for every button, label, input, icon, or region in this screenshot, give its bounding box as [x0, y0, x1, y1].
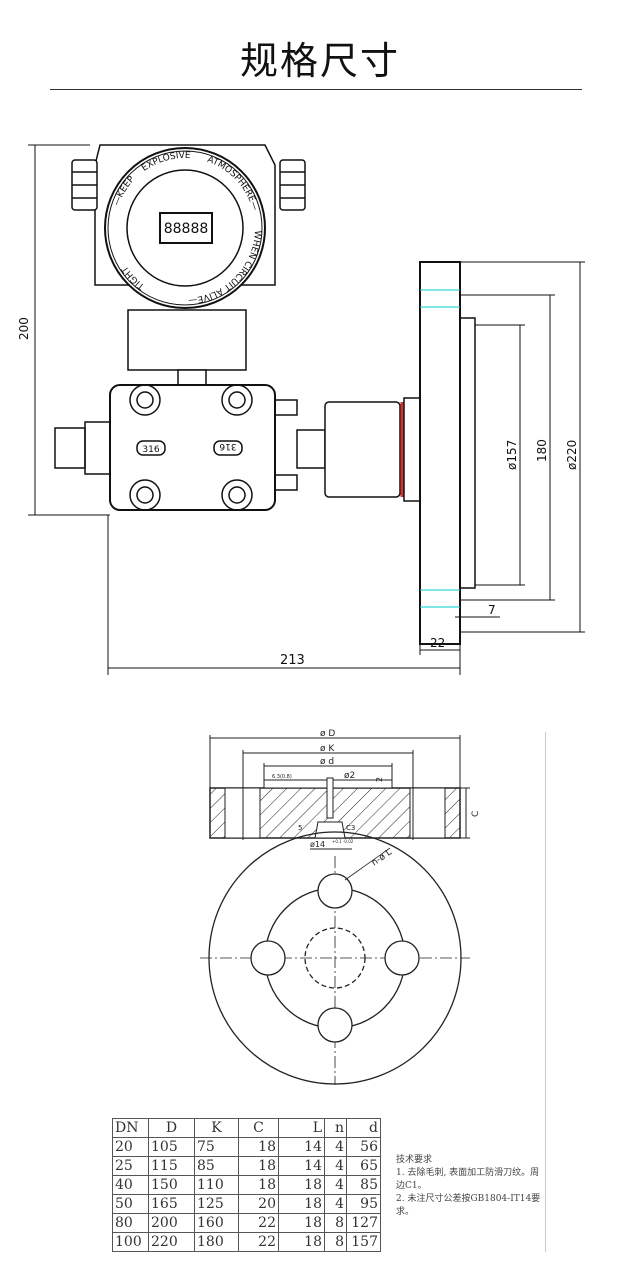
dim-outer-diameter: ø220: [565, 440, 579, 470]
table-cell: 85: [346, 1175, 381, 1195]
note-item: 2. 未注尺寸公差按GB1804-IT14要求。: [396, 1194, 541, 1217]
transmitter-housing: 88888 —KEEP EXPLOSIVE ATMOSPHERE— WHEN C…: [71, 144, 306, 386]
table-cell: 20: [112, 1137, 149, 1157]
header-cell: DN: [112, 1118, 149, 1138]
title-divider: [50, 89, 582, 90]
table-cell: 65: [346, 1156, 381, 1176]
table-cell: 157: [346, 1232, 381, 1252]
table-cell: 200: [148, 1213, 195, 1233]
flange-dimensions: ø157 180 ø220 7 22 213: [107, 261, 585, 675]
dim-length: 213: [280, 653, 305, 668]
table-cell: 25: [112, 1156, 149, 1176]
table-cell: 220: [148, 1232, 195, 1252]
header-cell: K: [194, 1118, 239, 1138]
table-cell: 110: [194, 1175, 239, 1195]
table-cell: 8: [324, 1213, 347, 1233]
table-cell: 127: [346, 1213, 381, 1233]
dim-C: C: [471, 811, 481, 817]
table-cell: 22: [238, 1213, 279, 1233]
technical-notes: 技术要求 1. 去除毛刺, 表面加工防滑刀纹。周边C1。 2. 未注尺寸公差按G…: [396, 1154, 541, 1219]
table-cell: 4: [324, 1137, 347, 1157]
table-cell: 125: [194, 1194, 239, 1214]
header-cell: d: [346, 1118, 381, 1138]
sensor-body: 316 316: [54, 384, 421, 511]
drawing-border: [545, 732, 546, 1252]
dim-K: ø K: [320, 744, 335, 754]
table-cell: 4: [324, 1175, 347, 1195]
header-cell: L: [278, 1118, 325, 1138]
diaphragm-flange: [419, 261, 476, 645]
height-dimension: 200: [17, 144, 110, 516]
dim-C3: C3: [346, 824, 355, 832]
table-cell: 20: [238, 1194, 279, 1214]
notes-heading: 技术要求: [396, 1155, 433, 1165]
dim-step: 2: [375, 777, 384, 782]
table-cell: 85: [194, 1156, 239, 1176]
table-cell: 56: [346, 1137, 381, 1157]
table-cell: 4: [324, 1156, 347, 1176]
table-cell: 95: [346, 1194, 381, 1214]
note-item: 1. 去除毛刺, 表面加工防滑刀纹。周边C1。: [396, 1168, 540, 1191]
table-cell: 40: [112, 1175, 149, 1195]
dim-height: 200: [17, 317, 31, 340]
table-cell: 4: [324, 1194, 347, 1214]
table-cell: 18: [278, 1175, 325, 1195]
table-cell: 160: [194, 1213, 239, 1233]
dim-holes: n-ø L: [370, 847, 394, 868]
table-cell: 18: [278, 1232, 325, 1252]
dim-flange-thickness: 22: [430, 636, 445, 650]
material-label-right: 316: [219, 441, 236, 451]
table-header-row: DN D K C L n d: [112, 1118, 381, 1138]
table-cell: 18: [238, 1175, 279, 1195]
table-cell: 14: [278, 1137, 325, 1157]
flange-section-view: ø D ø K ø d ø2 2 6.3(0.8) C C3 5 ø14 +0.…: [209, 729, 481, 850]
table-cell: 150: [148, 1175, 195, 1195]
dim-raised-face: 7: [488, 603, 496, 617]
table-cell: 18: [278, 1213, 325, 1233]
dim-5: 5: [298, 824, 302, 832]
roughness-symbol: 6.3(0.8): [272, 774, 292, 780]
dim-face-diameter: ø157: [505, 440, 519, 470]
dim-d: ø d: [320, 757, 334, 767]
table-cell: 165: [148, 1194, 195, 1214]
header-cell: C: [238, 1118, 279, 1138]
header-cell: D: [148, 1118, 195, 1138]
table-cell: 8: [324, 1232, 347, 1252]
dim-bolt-circle: 180: [535, 439, 549, 462]
dim-2: ø2: [344, 771, 355, 781]
table-cell: 18: [278, 1194, 325, 1214]
table-cell: 180: [194, 1232, 239, 1252]
table-cell: 18: [238, 1156, 279, 1176]
dim-D: ø D: [320, 729, 335, 739]
dim-14-tolerance: +0.1 -0.02: [332, 839, 354, 844]
table-cell: 22: [238, 1232, 279, 1252]
table-cell: 18: [238, 1137, 279, 1157]
dim-14: ø14: [310, 840, 325, 849]
table-cell: 75: [194, 1137, 239, 1157]
lcd-display: 88888: [164, 221, 209, 237]
table-cell: 115: [148, 1156, 195, 1176]
header-cell: n: [324, 1118, 347, 1138]
page-title: 规格尺寸: [239, 39, 400, 83]
table-cell: 80: [112, 1213, 149, 1233]
table-cell: 105: [148, 1137, 195, 1157]
material-label-left: 316: [142, 445, 159, 455]
table-cell: 100: [112, 1232, 149, 1252]
table-cell: 14: [278, 1156, 325, 1176]
transmitter-drawing: 200 88888 —KEEP EXPLOSIVE ATMOSPHERE— WH…: [17, 144, 585, 675]
flange-plan-view: n-ø L: [200, 831, 470, 1085]
table-cell: 50: [112, 1194, 149, 1214]
